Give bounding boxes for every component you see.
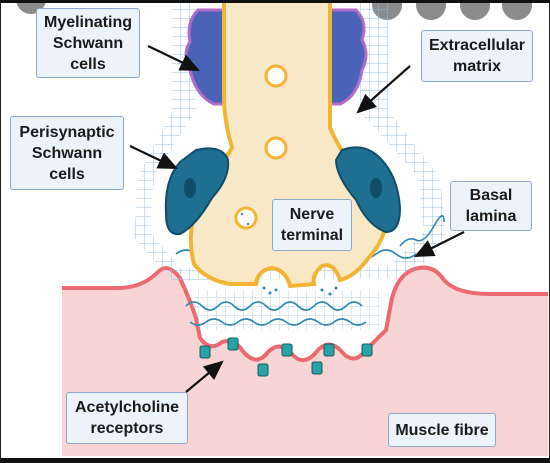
label-nerve-terminal: Nerve terminal <box>272 199 352 251</box>
label-extracellular-matrix: Extracellular matrix <box>421 30 533 82</box>
extracellular-matrix-mesh <box>134 0 446 280</box>
arrow-acetylcholine <box>185 360 224 393</box>
vesicle-icon <box>234 206 258 230</box>
receptor-icon <box>323 343 335 357</box>
indicator-dot-4 <box>460 0 490 20</box>
neurotransmitter-dots <box>240 212 338 296</box>
label-basal-lamina: Basal lamina <box>450 181 532 231</box>
receptor-icon <box>311 361 323 375</box>
label-muscle-fibre: Muscle fibre <box>388 413 496 447</box>
receptor-icon <box>199 345 211 359</box>
pointer-arrows <box>129 45 465 393</box>
receptor-icon <box>227 337 239 351</box>
receptor-icon <box>281 343 293 357</box>
receptor-icon <box>257 363 269 377</box>
vesicle-icon <box>264 136 288 160</box>
arrow-perisynaptic <box>129 145 178 169</box>
arrow-extracellular <box>356 65 411 114</box>
label-perisynaptic-schwann-cells: Perisynaptic Schwann cells <box>10 116 124 190</box>
indicator-dot-5 <box>502 0 532 20</box>
label-acetylcholine-receptors: Acetylcholine receptors <box>66 392 188 444</box>
arrow-basal <box>414 231 465 257</box>
myelin-sheath-right <box>328 8 368 106</box>
indicator-dot-3 <box>416 0 446 20</box>
vesicle-icon <box>264 64 288 88</box>
arrow-myelinating <box>147 45 200 71</box>
receptor-icon <box>361 343 373 357</box>
perisynaptic-schwann-cell-left <box>164 147 230 236</box>
perisynaptic-schwann-cell-right <box>334 146 402 234</box>
label-myelinating-schwann-cells: Myelinating Schwann cells <box>36 8 140 78</box>
acetylcholine-receptors <box>199 337 373 377</box>
